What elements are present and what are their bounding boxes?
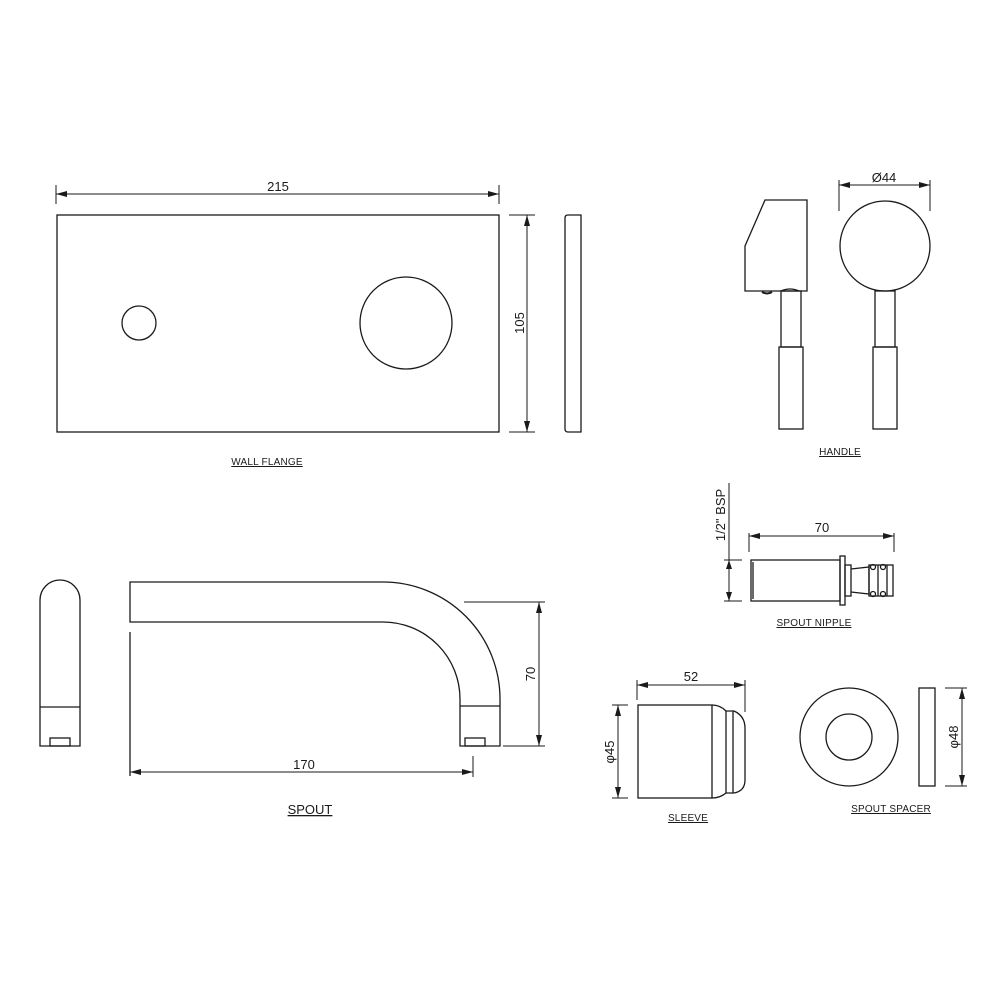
wall-flange-large-hole	[359, 276, 453, 370]
spout-label: SPOUT	[288, 802, 333, 817]
spout-group: 170 70 SPOUT	[39, 579, 545, 817]
sleeve-diameter-dim: φ45	[602, 741, 617, 764]
spout-nipple-collar	[839, 555, 846, 606]
wall-flange-group: 215 105 WALL FLANGE	[55, 179, 582, 468]
handle-front-stem	[874, 290, 896, 348]
spout-spacer-label: SPOUT SPACER	[851, 804, 931, 815]
spout-nipple-length-dim: 70	[815, 520, 829, 535]
spout-nipple-body	[750, 559, 841, 602]
wall-flange-plate	[56, 214, 500, 433]
handle-side-stem	[780, 290, 802, 348]
sleeve-length-dim: 52	[684, 669, 698, 684]
spout-length-dim: 170	[293, 757, 315, 772]
spout-spacer-group: φ48 SPOUT SPACER	[799, 687, 967, 815]
spout-end-view	[39, 579, 81, 747]
spout-spacer-inner	[825, 713, 873, 761]
handle-side-head	[744, 199, 808, 292]
spout-spacer-diameter-dim: φ48	[946, 726, 961, 749]
spout-nipple-thread-dim: 1/2" BSP	[713, 489, 728, 541]
wall-flange-label: WALL FLANGE	[231, 457, 303, 468]
spout-side-view	[129, 581, 501, 747]
wall-flange-side-view	[564, 214, 582, 433]
spout-spacer-side-view	[918, 687, 936, 787]
handle-label: HANDLE	[819, 447, 861, 458]
spout-spacer-outer	[799, 687, 899, 787]
handle-front-grip	[872, 346, 898, 430]
sleeve-stepped-end	[711, 704, 746, 799]
spout-height-dim: 70	[523, 667, 538, 681]
wall-flange-height-dim: 105	[512, 312, 527, 334]
wall-flange-small-hole	[121, 305, 157, 341]
handle-diameter-dim: Ø44	[872, 170, 897, 185]
spout-nipple-group: 1/2" BSP 70 SPOUT NIPPLE	[713, 483, 895, 629]
handle-side-grip	[778, 346, 804, 430]
sleeve-group: 52 φ45 SLEEVE	[602, 669, 746, 824]
handle-group: Ø44 HANDLE	[744, 170, 931, 458]
spout-nipple-label: SPOUT NIPPLE	[776, 618, 851, 629]
wall-flange-width-dim: 215	[267, 179, 289, 194]
handle-front-disc	[839, 200, 931, 292]
sleeve-body	[637, 704, 713, 799]
sleeve-label: SLEEVE	[668, 813, 708, 824]
